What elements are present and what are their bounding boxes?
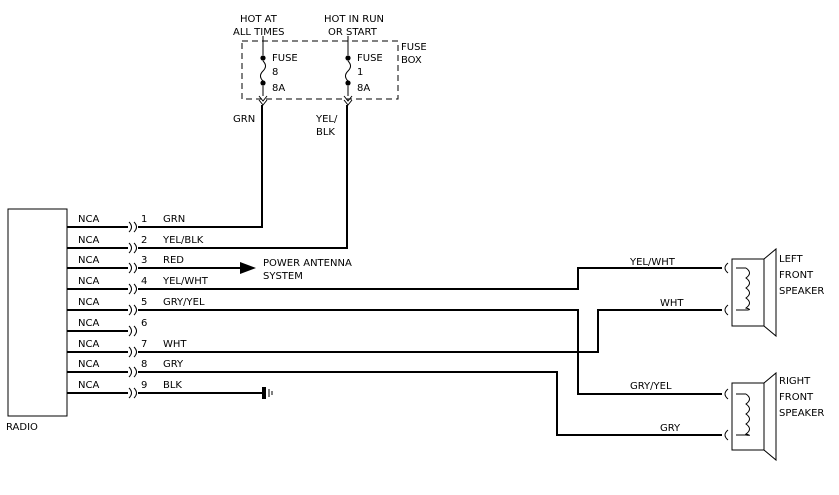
right-speaker-wire-top: GRY/YEL [630,381,672,392]
pin-row: NCA 2 YEL/BLK [67,235,204,254]
pin-nca: NCA [78,359,99,370]
pin-row: NCA 5 GRY/YEL [67,297,205,316]
power-antenna-label-1: POWER ANTENNA [263,258,352,269]
wire-yel-blk [138,105,348,249]
radio: RADIO [6,208,68,433]
fuse-8: FUSE 8 8A [258,36,298,106]
pin-wire-label: GRY/YEL [163,297,205,308]
pin-number: 5 [141,297,147,308]
fuse-1-rating: 8A [357,83,370,94]
pin-nca: NCA [78,235,99,246]
arrow-icon [240,262,256,274]
fuse-1-number: 1 [357,67,363,78]
radio-label: RADIO [6,422,38,433]
right-speaker-label-1: RIGHT [779,376,811,387]
power-antenna-label-2: SYSTEM [263,271,303,282]
pin-wire-label: BLK [163,380,182,391]
pin-number: 7 [141,339,147,350]
pin-row: NCA 8 GRY [67,359,184,378]
pin-row: NCA 3 RED [67,255,184,274]
pin-nca: NCA [78,297,99,308]
wire-gry [138,371,722,436]
fuse-8-label: FUSE [272,53,298,64]
pin-nca: NCA [78,276,99,287]
left-speaker-label-2: FRONT [779,270,814,281]
pin-wire-label: YEL/BLK [162,235,204,246]
fuse-8-rating: 8A [272,83,285,94]
pin-row: NCA 7 WHT [67,339,187,358]
pin-row: NCA 9 BLK [67,380,182,399]
right-speaker-label-3: SPEAKER [779,408,824,419]
wires [138,105,722,436]
pin-number: 3 [141,255,147,266]
right-front-speaker: GRY/YEL GRY RIGHT FRONT SPEAKER [630,371,824,462]
wire-label-yelblk-top-2: BLK [316,127,335,138]
pin-wire-label: YEL/WHT [162,276,209,287]
hot-in-run-label-1: HOT IN RUN [324,14,384,25]
left-speaker-label-3: SPEAKER [779,286,824,297]
pin-wire-label: GRY [163,359,184,370]
hot-at-all-times-label-1: HOT AT [240,14,278,25]
pin-wire-label: GRN [163,214,185,225]
left-speaker-wire-top: YEL/WHT [629,257,676,268]
ground-icon [262,387,273,399]
speaker-cone [763,371,777,462]
pin-row: NCA 1 GRN [67,214,185,233]
pin-row: NCA 6 [67,318,147,337]
pin-number: 1 [141,214,147,225]
right-speaker-label-2: FRONT [779,392,814,403]
fuse-box-label-1: FUSE [401,42,427,53]
fuse-1-label: FUSE [357,53,383,64]
hot-at-all-times-label-2: ALL TIMES [233,27,285,38]
pin-nca: NCA [78,318,99,329]
left-speaker-wire-bottom: WHT [660,298,684,309]
wire-label-grn-top: GRN [233,114,255,125]
pin-number: 6 [141,318,147,329]
wire-grn [138,105,263,228]
radio-pins: NCA 1 GRN NCA 2 YEL/BLK NCA 3 RED NCA 4 … [67,214,209,399]
wire-wht [138,309,722,353]
speaker-magnet [731,382,765,451]
pin-nca: NCA [78,214,99,225]
pin-row: NCA 4 YEL/WHT [67,276,209,295]
pin-number: 9 [141,380,147,391]
fuse-box-outline [241,40,399,100]
pin-number: 8 [141,359,147,370]
wire-yel-wht [138,267,722,290]
hot-in-run-label-2: OR START [328,27,378,38]
fuse-1: FUSE 1 8A [343,36,383,106]
pin-nca: NCA [78,339,99,350]
fuse-box-label-2: BOX [401,55,422,66]
right-speaker-wire-bottom: GRY [660,423,681,434]
wire-label-yelblk-top-1: YEL/ [315,114,338,125]
pin-nca: NCA [78,380,99,391]
fuse-8-number: 8 [272,67,278,78]
radio-box [7,208,68,417]
pin-wire-label: RED [163,255,184,266]
pin-nca: NCA [78,255,99,266]
left-front-speaker: YEL/WHT WHT LEFT FRONT SPEAKER [629,247,824,338]
speaker-cone [763,247,777,338]
pin-number: 4 [141,276,147,287]
pin-wire-label: WHT [163,339,187,350]
fuse-box: FUSE BOX HOT AT ALL TIMES HOT IN RUN OR … [233,14,427,138]
left-speaker-label-1: LEFT [779,254,803,265]
pin-number: 2 [141,235,147,246]
